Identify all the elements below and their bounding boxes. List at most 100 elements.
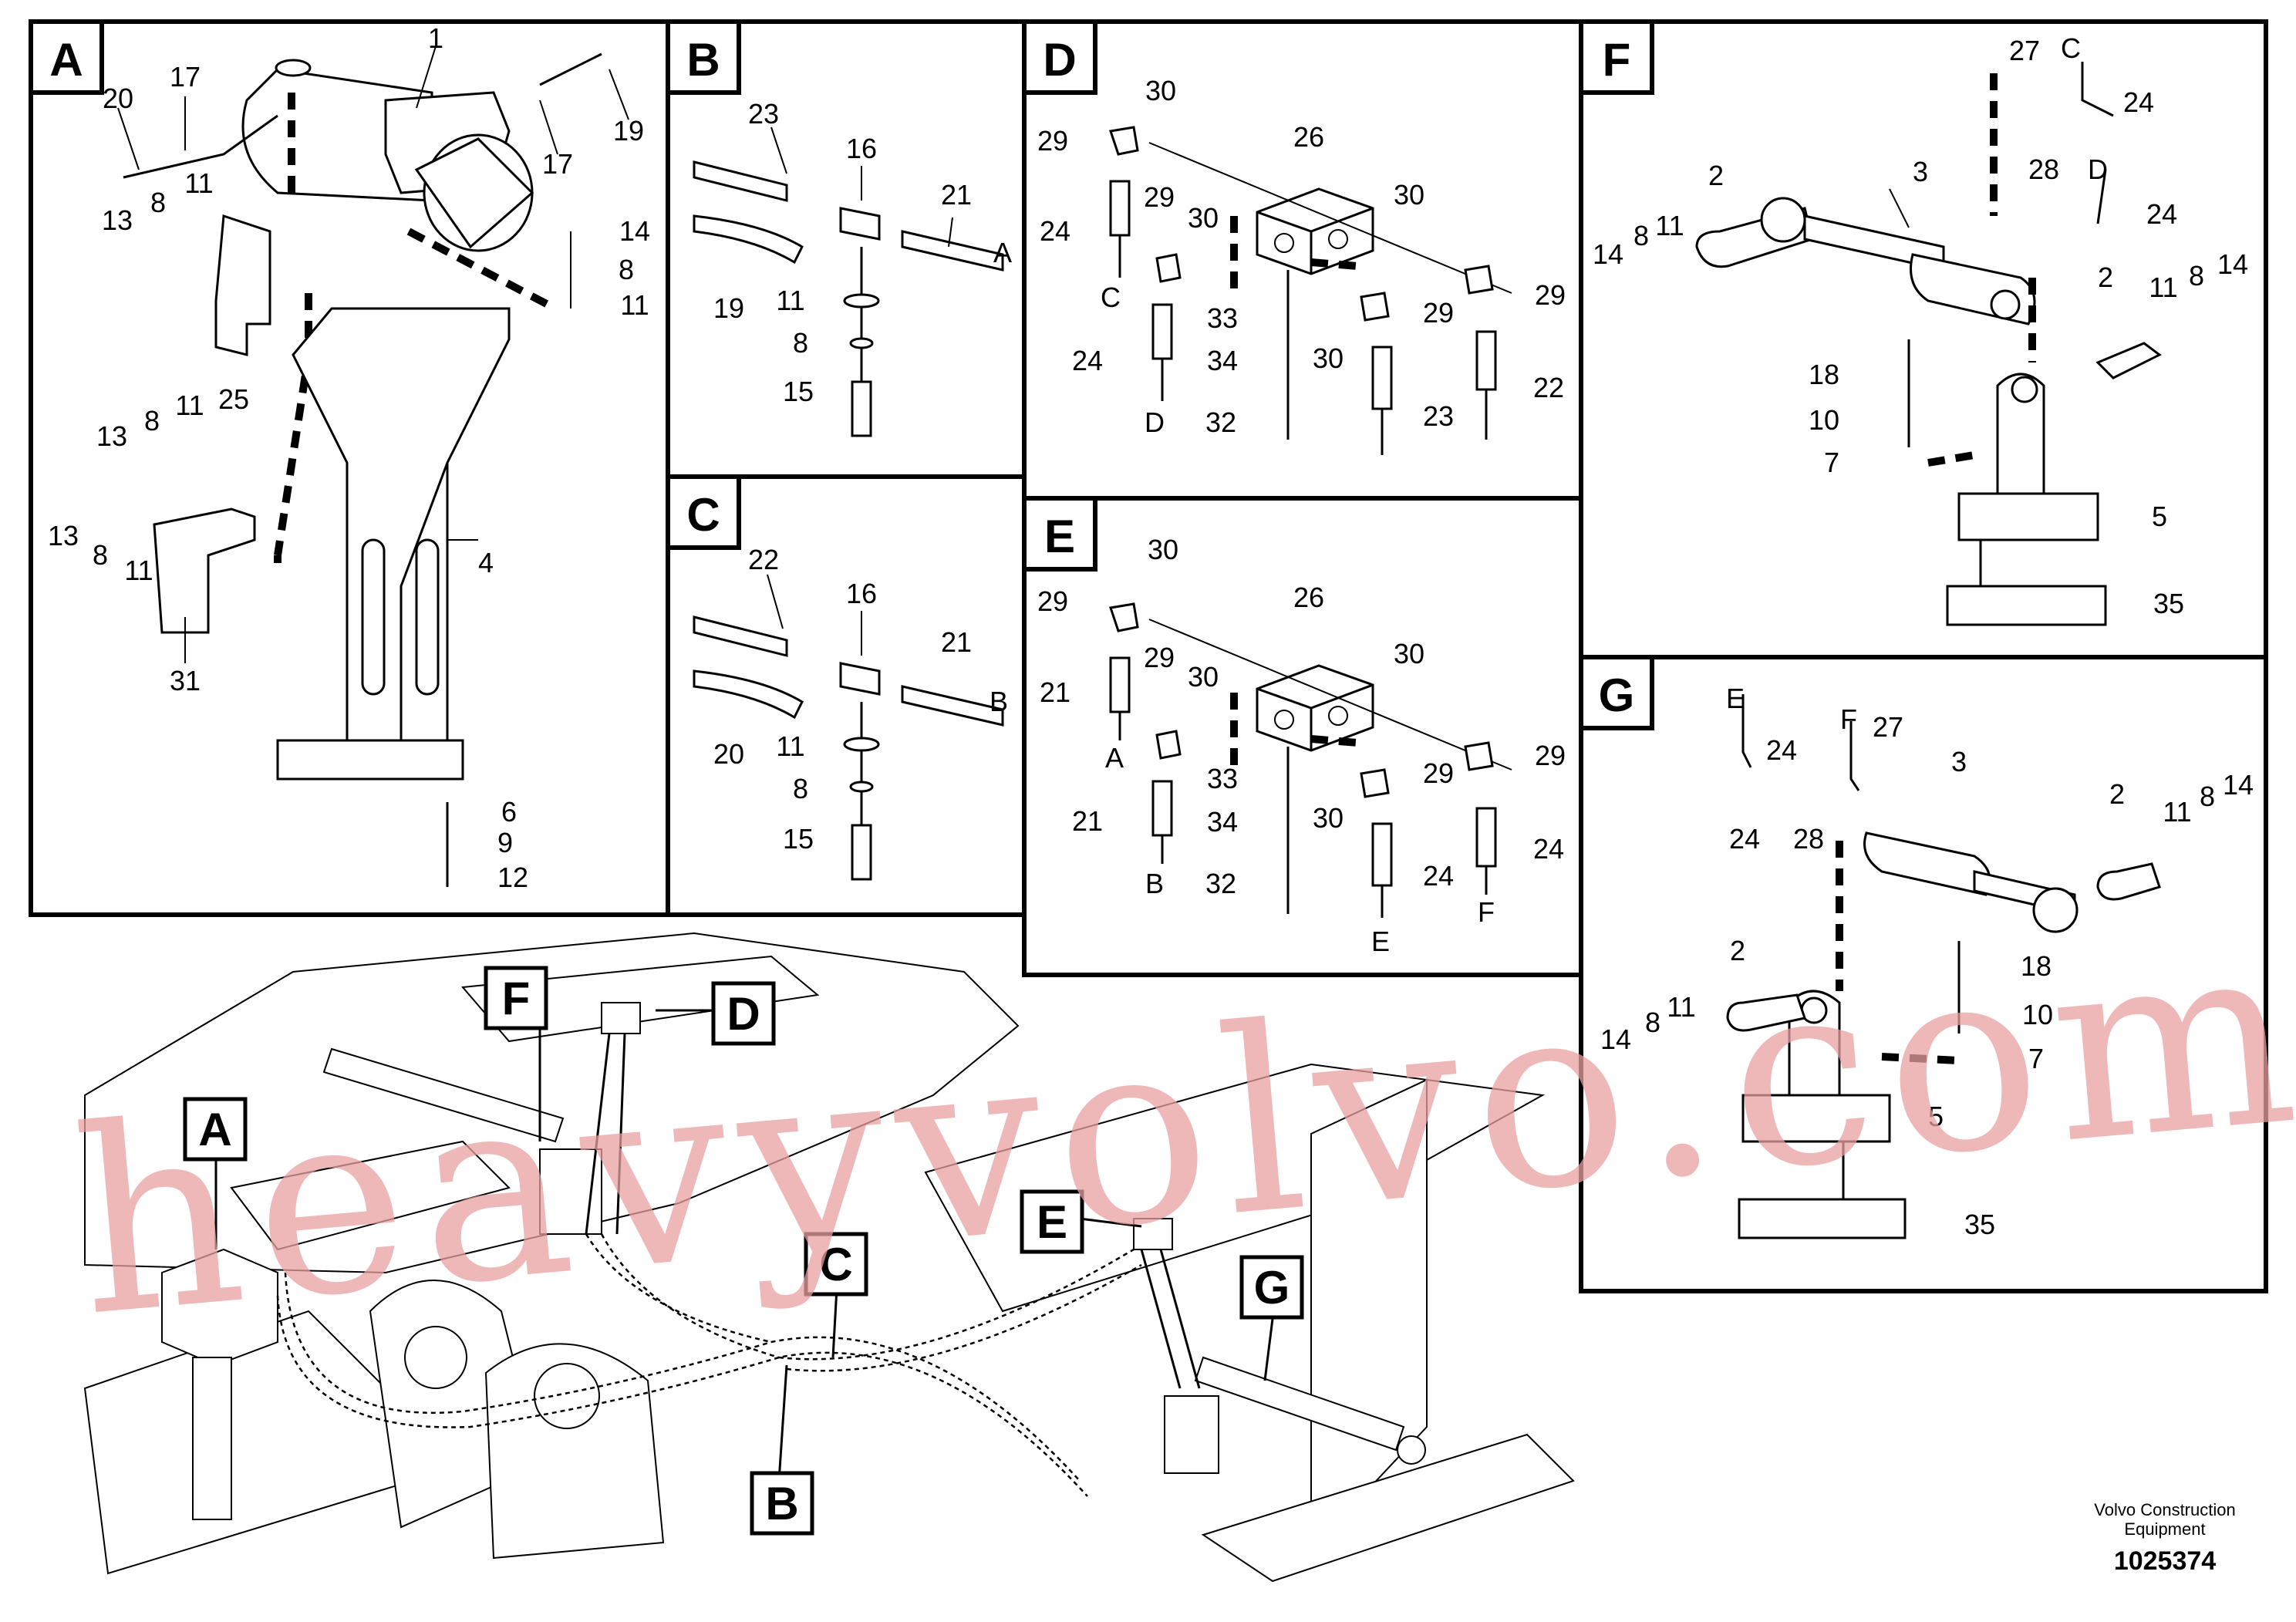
callout-d-17: 23 <box>1423 400 1454 432</box>
callout-c-5: 20 <box>713 738 744 770</box>
panel-tag-d: D <box>1022 19 1097 95</box>
overview-tag-b: B <box>750 1471 814 1536</box>
callout-f-14: 8 <box>2189 260 2204 292</box>
callout-f-19: 5 <box>2152 501 2167 532</box>
callout-g-20: 35 <box>1964 1209 1995 1240</box>
panel-e-callouts: 30 29 26 29 30 30 21 A 33 34 30 29 29 21… <box>1037 534 1566 957</box>
callout-a-8: 11 <box>184 167 213 199</box>
callout-e-17: 24 <box>1423 860 1454 892</box>
callout-f-4: 28 <box>2028 153 2059 185</box>
panel-tag-b-text: B <box>686 34 720 86</box>
panel-a-drawing <box>117 46 629 887</box>
overview-tag-f-text: F <box>502 973 531 1024</box>
callout-e-7: 21 <box>1040 676 1070 708</box>
callout-e-10: 34 <box>1207 806 1238 838</box>
callout-b-1: 23 <box>748 98 779 130</box>
callout-c-6: 11 <box>776 730 804 762</box>
callout-d-10: 34 <box>1207 345 1238 376</box>
panel-tag-c-text: C <box>686 489 720 541</box>
callout-b-7: 8 <box>793 327 808 359</box>
callout-f-18: 7 <box>1824 447 1839 478</box>
overview-tag-g-text: G <box>1254 1262 1290 1313</box>
callout-e-20: F <box>1478 896 1495 928</box>
callout-a-22: 9 <box>497 827 513 858</box>
callout-a-19: 31 <box>170 665 201 696</box>
panel-tag-c: C <box>666 474 741 550</box>
callout-a-5: 19 <box>613 115 644 147</box>
callout-a-10: 8 <box>619 254 634 285</box>
panel-g-drawing <box>1726 694 2161 1239</box>
callout-d-16: 32 <box>1205 406 1236 438</box>
callout-e-5: 30 <box>1188 661 1219 693</box>
panel-tag-g: G <box>1579 655 1654 730</box>
callout-a-20: 4 <box>478 547 494 578</box>
callout-e-9: 33 <box>1207 763 1238 794</box>
overview-tag-c-text: C <box>819 1239 852 1290</box>
overview-tag-b-text: B <box>765 1478 798 1529</box>
panel-b-callouts: 23 16 21 A 19 11 8 15 <box>713 98 1012 407</box>
callout-a-3: 17 <box>170 61 201 93</box>
callout-g-10: 24 <box>1729 823 1760 855</box>
panel-tag-b: B <box>666 19 741 95</box>
callout-b-3: 21 <box>941 179 972 211</box>
footer-credit: Volvo Construction Equipment 1025374 <box>2094 1500 2235 1576</box>
callout-e-12: 29 <box>1423 757 1454 789</box>
callout-a-4: 17 <box>542 148 573 180</box>
panel-e-drawing <box>1109 602 1512 918</box>
callout-e-3: 26 <box>1293 582 1324 613</box>
callout-c-3: 21 <box>941 626 972 658</box>
panel-c-drawing <box>693 574 1004 881</box>
callout-g-5: 3 <box>1951 746 1967 777</box>
callout-f-20: 35 <box>2153 588 2184 619</box>
callout-a-18: 11 <box>124 555 153 586</box>
overview-tags: F D A E C G B <box>183 966 1304 1536</box>
overview-tag-g: G <box>1239 1255 1304 1320</box>
callout-f-16: 18 <box>1809 359 1839 390</box>
panel-tag-g-text: G <box>1599 669 1635 721</box>
panel-d-drawing <box>1109 126 1512 455</box>
callout-d-15: D <box>1145 406 1165 438</box>
callout-a-17: 8 <box>93 539 108 571</box>
callout-d-6: 30 <box>1394 179 1424 211</box>
callout-f-2: C <box>2061 32 2081 64</box>
callout-f-11: 11 <box>1655 210 1684 241</box>
callout-e-16: 32 <box>1205 868 1236 899</box>
callout-f-17: 10 <box>1809 404 1839 436</box>
overview-tag-e-text: E <box>1037 1196 1067 1248</box>
callout-f-3: 24 <box>2123 86 2154 118</box>
overview-tag-d-text: D <box>727 988 760 1040</box>
callout-e-18: 24 <box>1533 833 1564 865</box>
callout-f-5: D <box>2088 153 2108 185</box>
callout-a-12: 13 <box>96 420 127 452</box>
panel-tag-a: A <box>29 19 104 95</box>
callout-f-15: 14 <box>2217 248 2248 280</box>
callout-d-2: 29 <box>1037 125 1068 157</box>
callout-e-19: E <box>1371 926 1390 957</box>
callout-f-7: 2 <box>1708 160 1724 191</box>
overview-tag-c: C <box>804 1232 868 1297</box>
callout-d-1: 30 <box>1145 75 1176 106</box>
panel-a-callouts: 1 20 17 17 19 13 8 11 14 8 11 13 8 11 25… <box>48 22 650 893</box>
callout-a-2: 20 <box>103 83 133 114</box>
panel-tag-a-text: A <box>49 34 83 86</box>
overview-tag-a-text: A <box>198 1104 231 1155</box>
callout-d-13: 29 <box>1535 279 1566 311</box>
callout-g-12: 2 <box>1730 935 1745 966</box>
callout-g-6: 2 <box>2109 778 2125 810</box>
callout-g-14: 8 <box>1645 1007 1660 1038</box>
panel-g-frame <box>1579 655 2268 1293</box>
overview-tag-e: E <box>1020 1189 1084 1254</box>
callout-f-12: 2 <box>2098 261 2113 293</box>
callout-a-1: 1 <box>428 22 443 54</box>
callout-g-8: 8 <box>2200 781 2215 812</box>
panel-tag-e: E <box>1022 496 1097 572</box>
panel-tag-f: F <box>1579 19 1654 95</box>
callout-g-7: 11 <box>2163 796 2191 828</box>
callout-b-8: 15 <box>783 376 814 407</box>
callout-e-15: B <box>1145 868 1164 899</box>
callout-f-8: 3 <box>1913 156 1928 187</box>
callout-c-7: 8 <box>793 773 808 804</box>
callout-e-14: 21 <box>1072 805 1103 837</box>
callout-g-9: 14 <box>2223 769 2254 801</box>
